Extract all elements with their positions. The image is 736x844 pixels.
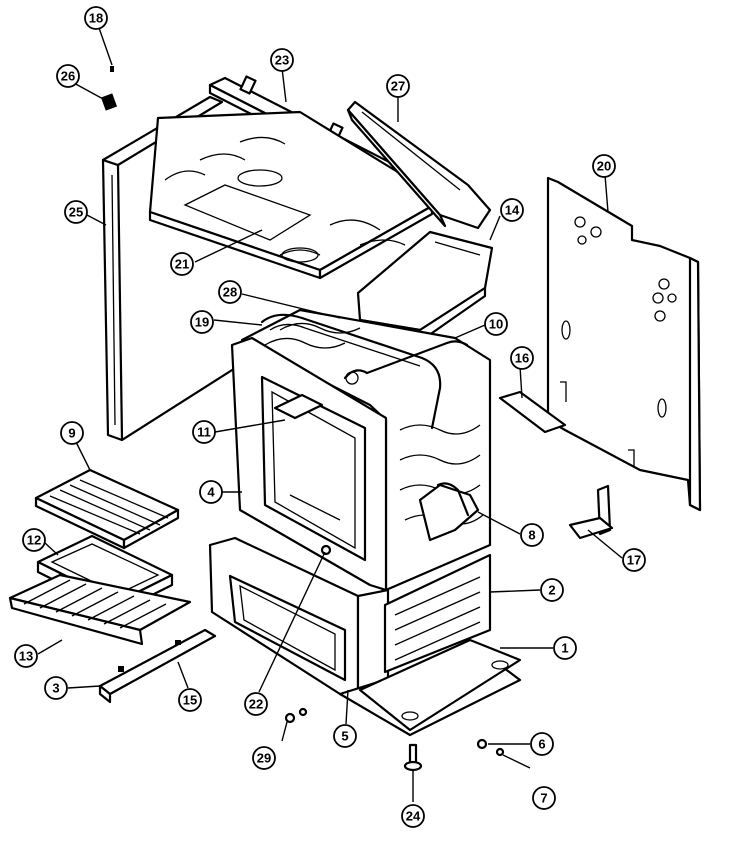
callout-7: 7 (532, 786, 556, 810)
part-base (358, 638, 522, 732)
svg-text:23: 23 (275, 53, 289, 68)
svg-text:19: 19 (195, 315, 209, 330)
svg-text:1: 1 (561, 641, 568, 656)
part-vent-trim (346, 100, 492, 230)
part-broiler-grid (34, 468, 180, 550)
callout-26: 26 (56, 64, 80, 88)
svg-text:16: 16 (515, 351, 529, 366)
part-cooktop-pan (148, 110, 442, 280)
callout-5: 5 (333, 724, 357, 748)
callout-8: 8 (520, 523, 544, 547)
svg-text:22: 22 (249, 697, 263, 712)
svg-text:9: 9 (68, 426, 75, 441)
svg-text:14: 14 (505, 203, 520, 218)
callout-10: 10 (484, 312, 508, 336)
callout-12: 12 (22, 528, 46, 552)
callout-1: 1 (553, 636, 577, 660)
part-rack-slide (98, 628, 217, 704)
callout-21: 21 (170, 252, 194, 276)
part-hardware (100, 66, 505, 772)
svg-text:20: 20 (597, 159, 611, 174)
svg-text:4: 4 (207, 485, 215, 500)
part-oven-rack (8, 573, 192, 646)
svg-text:21: 21 (175, 257, 189, 272)
part-anti-tip-bracket (568, 484, 614, 540)
part-rear-panel (546, 176, 702, 512)
callout-16: 16 (510, 346, 534, 370)
svg-text:3: 3 (52, 681, 59, 696)
svg-text:10: 10 (489, 317, 503, 332)
callout-20: 20 (592, 154, 616, 178)
callout-3: 3 (44, 676, 68, 700)
svg-text:2: 2 (548, 583, 555, 598)
part-front-frame (230, 336, 388, 592)
callout-4: 4 (199, 480, 223, 504)
part-burner-tube (260, 313, 442, 430)
part-left-side-panel (101, 95, 242, 442)
part-rear-bracket (498, 390, 567, 434)
callout-29: 29 (252, 746, 276, 770)
svg-text:27: 27 (391, 79, 405, 94)
part-thermostat-bulb (343, 340, 469, 385)
svg-text:18: 18 (89, 11, 103, 26)
svg-text:13: 13 (19, 649, 33, 664)
svg-text:28: 28 (223, 285, 237, 300)
callout-23: 23 (270, 48, 294, 72)
callout-25: 25 (64, 200, 88, 224)
svg-text:17: 17 (627, 553, 641, 568)
part-igniter-bracket (418, 482, 480, 542)
svg-text:26: 26 (61, 69, 75, 84)
callout-2: 2 (540, 578, 564, 602)
svg-text:29: 29 (257, 751, 271, 766)
callout-13: 13 (14, 644, 38, 668)
svg-text:8: 8 (528, 528, 535, 543)
callout-15: 15 (178, 688, 202, 712)
callout-6: 6 (530, 732, 554, 756)
callout-9: 9 (60, 421, 84, 445)
svg-text:25: 25 (69, 205, 83, 220)
part-flame-spreader (273, 393, 324, 420)
svg-text:6: 6 (538, 737, 545, 752)
callout-11: 11 (192, 420, 216, 444)
callout-17: 17 (622, 548, 646, 572)
callout-19: 19 (190, 310, 214, 334)
callout-22: 22 (244, 692, 268, 716)
svg-text:12: 12 (27, 533, 41, 548)
part-side-louver-panel (383, 553, 492, 674)
callout-28: 28 (218, 280, 242, 304)
leader-lines (37, 24, 623, 802)
callout-14: 14 (500, 198, 524, 222)
callout-24: 24 (401, 804, 425, 828)
svg-text:24: 24 (406, 809, 421, 824)
callout-18: 18 (84, 6, 108, 30)
svg-text:7: 7 (540, 791, 547, 806)
svg-text:15: 15 (183, 693, 197, 708)
svg-text:5: 5 (341, 729, 348, 744)
svg-text:11: 11 (197, 425, 211, 440)
callout-27: 27 (386, 74, 410, 98)
